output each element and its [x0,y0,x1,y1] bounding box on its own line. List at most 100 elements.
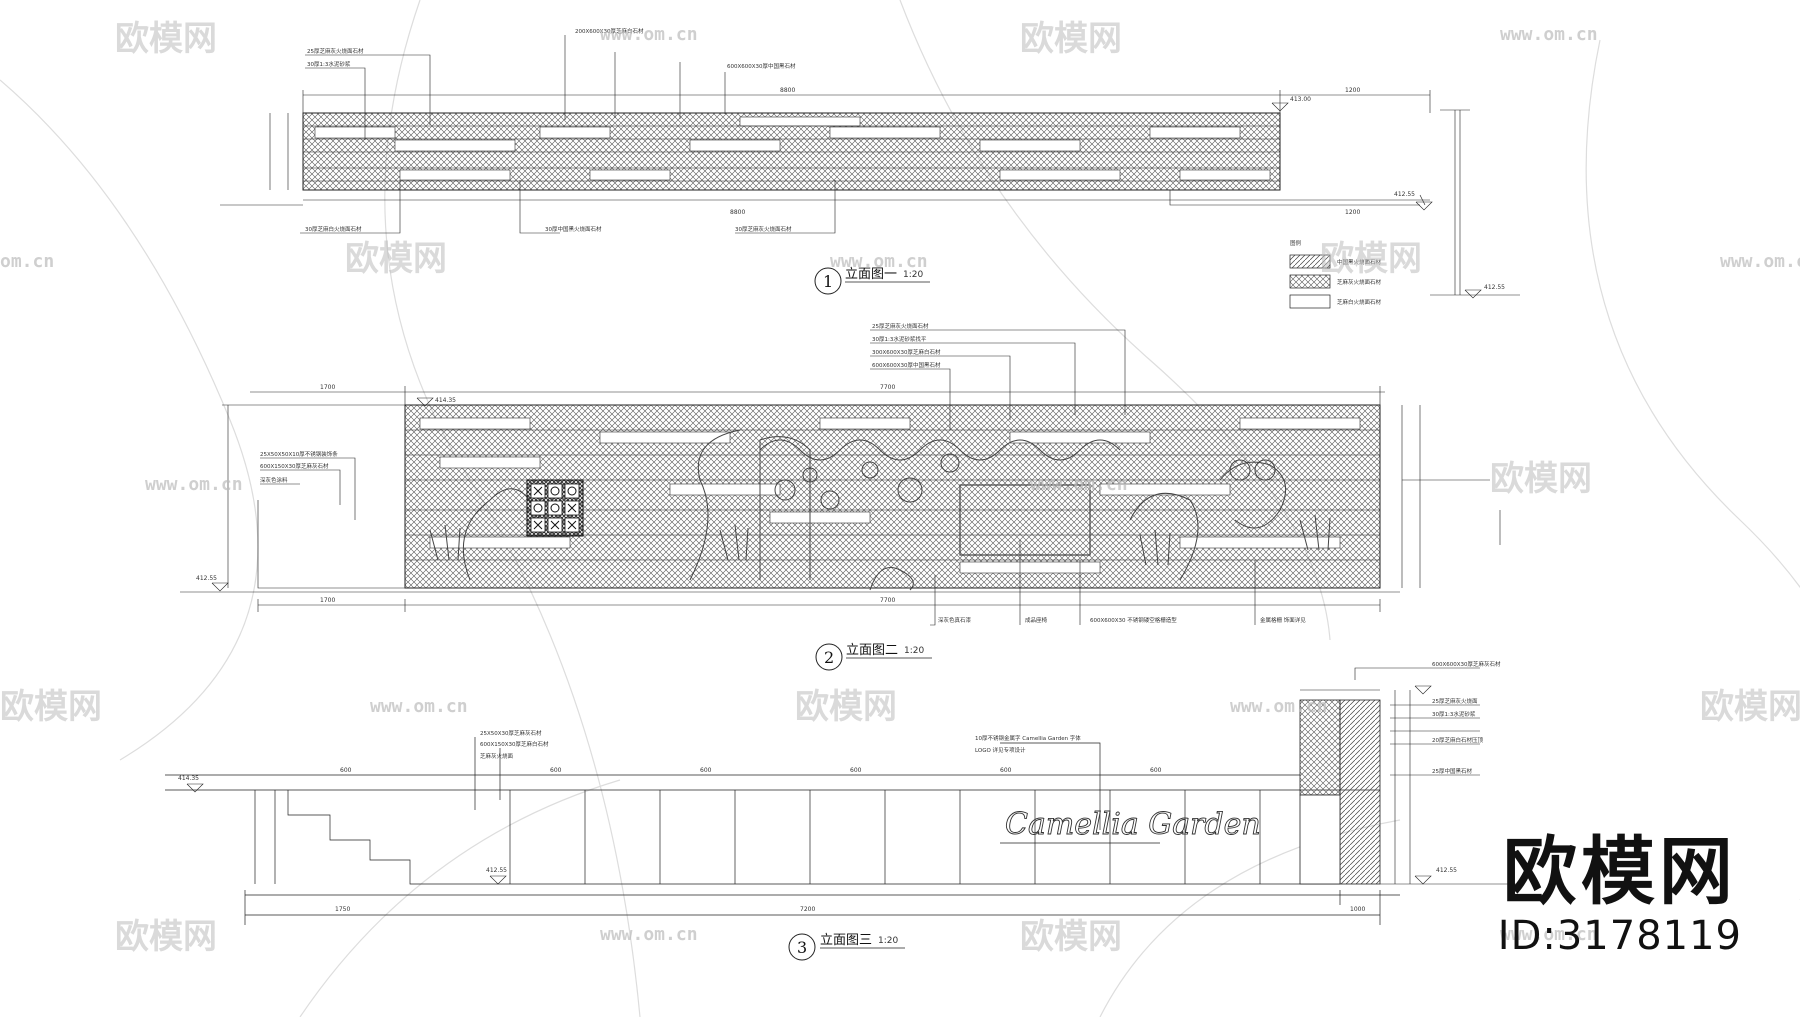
e2-level-ground: 412.55 [196,575,217,582]
model-id: ID:3178119 [1497,913,1742,959]
watermark-url: www.om.cn [600,924,698,945]
e3-number: 3 [797,938,807,957]
watermark-logo: 欧模网 [1490,459,1592,499]
watermark-logo: 欧模网 [1020,19,1122,59]
e3-dim-right: 1000 [1350,906,1365,913]
e1-dim-right: 1200 [1345,87,1360,94]
e1-number: 1 [823,272,833,291]
elevation-3: Camellia Garden 25X50X30厚芝麻灰石材 600X150X3… [165,660,1520,961]
e3-note-10: 25厚中国黑石材 [1432,767,1472,775]
e3-dim-seg-2: 600 [550,767,562,774]
e3-dim-seg-3: 600 [700,767,712,774]
e2-scale: 1:20 [904,646,924,656]
e3-dim-left: 1750 [335,906,350,913]
watermark-url: www.om.cn [1030,474,1128,495]
e3-level-ground: 412.55 [486,867,507,874]
watermark-logo: 欧模网 [795,687,897,727]
e3-dim-seg-1: 600 [340,767,352,774]
elevation-2: 25厚芝麻灰火烧面石材 30厚1:3水泥砂浆找平 300X600X30厚芝麻白石… [180,322,1501,671]
e3-level-right: 412.55 [1436,867,1457,874]
watermark-logo: 欧模网 [0,687,102,727]
watermark-logo: 欧模网 [115,917,217,957]
e3-dim-seg-4: 600 [850,767,862,774]
e2-note-1: 25厚芝麻灰火烧面石材 [872,322,929,330]
watermark-url: www.om.cn [1720,251,1800,272]
elevation-1: 25厚芝麻灰火烧面石材 30厚1:3水泥砂浆 200X600X30厚芝麻白石材 … [220,27,1520,309]
watermark-logo: 欧模网 [345,239,447,279]
e1-note-6: 30厚中国黑火烧面石材 [545,225,602,233]
e3-title: 立面图三 [820,933,872,948]
e2-dim-left: 1700 [320,384,335,391]
e3-dim-seg-5: 600 [1000,767,1012,774]
e2-dim-total: 7700 [880,384,895,391]
watermark-url: www.om.cn [1500,24,1598,45]
watermark-url: www.om.cn [370,696,468,717]
e1-dim-total: 8800 [780,87,795,94]
e2-note-3: 300X600X30厚芝麻白石材 [872,348,941,356]
e3-note-6: 600X600X30厚芝麻灰石材 [1432,660,1501,668]
e3-note-3: 芝麻灰火烧面 [480,752,514,760]
watermark-logo: 欧模网 [1320,239,1422,279]
legend: 图例 中国黑火烧面石材 芝麻灰火烧面石材 芝麻白火烧面石材 [1289,239,1382,309]
watermark-url: www.om.cn [145,474,243,495]
e3-scale: 1:20 [878,936,898,946]
e1-note-7: 30厚芝麻灰火烧面石材 [735,225,792,233]
e2-note-11: 金属格栅 饰面详见 [1260,616,1306,624]
e1-note-4: 600X600X30厚中国黑石材 [727,62,796,70]
legend-swatch-2 [1289,274,1331,289]
tictactoe-panel [526,479,584,537]
e3-level-left: 414.35 [178,775,199,782]
e2-note-6: 600X150X30厚芝麻灰石材 [260,462,329,470]
e3-note-1: 25X50X30厚芝麻灰石材 [480,729,542,737]
e1-title: 立面图一 [845,267,897,282]
watermark-logo: 欧模网 [115,19,217,59]
watermark-url: www.om.cn [830,251,928,272]
e1-dim-bottom-right: 1200 [1345,209,1360,216]
brand-name: 欧模网 [1502,829,1737,915]
e1-note-2: 30厚1:3水泥砂浆 [307,60,351,68]
legend-swatch-3 [1289,294,1331,309]
watermark-url: www.om.cn [600,24,698,45]
e2-note-7: 深灰色涂料 [260,476,288,484]
e3-note-8: 30厚1:3水泥砂浆 [1432,710,1476,718]
e1-dim-bottom: 8800 [730,209,745,216]
e3-note-5: LOGO 详见专项设计 [975,746,1026,754]
e1-level-b: 412.55 [1394,191,1415,198]
e1-scale: 1:20 [903,270,923,280]
e2-dim-bottom-left: 1700 [320,597,335,604]
legend-swatch-1 [1289,254,1331,269]
e1-level-c: 412.55 [1484,284,1505,291]
e1-note-1: 25厚芝麻灰火烧面石材 [307,47,364,55]
legend-item-3: 芝麻白火烧面石材 [1337,298,1382,306]
e2-note-4: 600X600X30厚中国黑石材 [872,361,941,369]
e3-note-9: 20厚芝麻白石材压顶 [1432,736,1483,744]
watermark-url: om.cn [0,251,54,272]
watermark-url: www.om.cn [1230,696,1328,717]
legend-title: 图例 [1290,239,1302,247]
watermark-logo: 欧模网 [1020,917,1122,957]
e1-note-3: 200X600X30厚芝麻白石材 [575,27,644,35]
watermark-logo: 欧模网 [1700,687,1800,727]
legend-item-2: 芝麻灰火烧面石材 [1337,278,1382,286]
e3-dim-total: 7200 [800,906,815,913]
e2-note-10: 600X600X30 不锈钢镂空格栅造型 [1090,616,1177,624]
watermark-url: www.om.cn [1500,924,1598,945]
legend-item-1: 中国黑火烧面石材 [1337,258,1382,266]
brand-watermark: 欧模网 ID:3178119 [1498,830,1742,958]
e3-note-2: 600X150X30厚芝麻白石材 [480,740,549,748]
e2-level-top: 414.35 [435,397,456,404]
e3-dim-seg-6: 600 [1150,767,1162,774]
e3-note-4: 10厚不锈钢金属字 Camellia Garden 字体 [975,734,1081,742]
e2-note-8: 深灰色真石漆 [938,616,972,624]
camellia-garden-signage: Camellia Garden [1005,807,1261,842]
e2-title: 立面图二 [846,643,898,658]
e2-number: 2 [824,648,834,667]
watermark-text-layer: 欧模网 欧模网 欧模网 欧模网 欧模网 欧模网 欧模网 欧模网 欧模网 欧模网 … [0,19,1800,957]
e3-note-7: 25厚芝麻灰火烧面 [1432,697,1478,705]
e2-dim-bottom-mid: 7700 [880,597,895,604]
e2-note-2: 30厚1:3水泥砂浆找平 [872,335,927,343]
e2-note-9: 成品座椅 [1025,616,1048,624]
e1-level-a: 413.00 [1290,96,1311,103]
